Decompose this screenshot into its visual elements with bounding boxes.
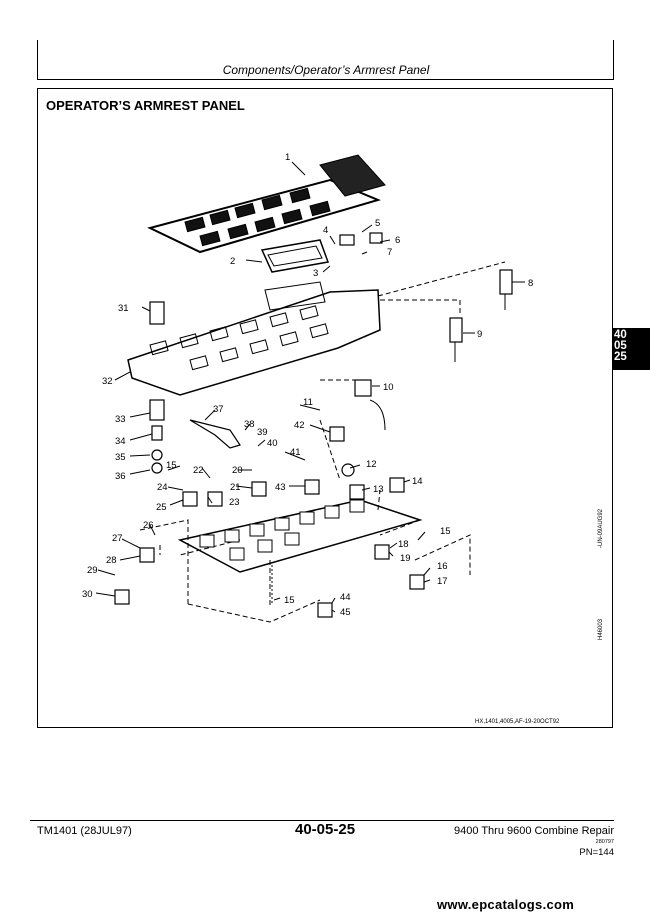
svg-text:27: 27 xyxy=(112,533,123,544)
watermark: www.epcatalogs.com xyxy=(437,897,575,912)
page-header-title: Components/Operator’s Armrest Panel xyxy=(222,63,430,77)
svg-text:43: 43 xyxy=(275,482,286,493)
header-right-rule xyxy=(613,40,614,80)
svg-text:15: 15 xyxy=(284,595,295,606)
svg-text:32: 32 xyxy=(102,376,113,387)
svg-text:45: 45 xyxy=(340,607,351,618)
svg-text:37: 37 xyxy=(213,404,224,415)
svg-text:12: 12 xyxy=(366,459,377,470)
side-figure-number: H46003 xyxy=(598,618,604,640)
svg-text:8: 8 xyxy=(528,278,533,289)
tab-line: 40 xyxy=(614,329,627,341)
tab-line: 05 xyxy=(614,340,627,352)
svg-text:24: 24 xyxy=(157,482,168,493)
svg-text:1: 1 xyxy=(285,152,290,163)
svg-text:18: 18 xyxy=(398,539,409,550)
svg-text:36: 36 xyxy=(115,471,126,482)
svg-text:10: 10 xyxy=(383,382,394,393)
side-code: -UN-09AUG92 xyxy=(598,508,604,548)
svg-text:29: 29 xyxy=(87,565,98,576)
svg-text:11: 11 xyxy=(303,397,313,408)
svg-text:5: 5 xyxy=(375,218,380,229)
footer-page-number: 40-05-25 xyxy=(295,821,356,838)
svg-text:20: 20 xyxy=(232,465,243,476)
svg-text:3: 3 xyxy=(313,268,318,279)
svg-text:6: 6 xyxy=(395,235,400,246)
svg-text:17: 17 xyxy=(437,576,448,587)
section-title: OPERATOR’S ARMREST PANEL xyxy=(46,98,245,113)
svg-text:7: 7 xyxy=(387,247,392,258)
svg-text:15: 15 xyxy=(166,460,177,471)
svg-text:14: 14 xyxy=(412,476,423,487)
svg-text:40: 40 xyxy=(267,438,278,449)
gasket-part xyxy=(147,154,386,254)
footer-rule xyxy=(30,820,614,821)
header-bottom-rule xyxy=(37,79,614,80)
svg-text:31: 31 xyxy=(118,303,129,314)
tab-line: 25 xyxy=(614,351,627,363)
svg-text:22: 22 xyxy=(193,465,204,476)
svg-text:39: 39 xyxy=(257,427,268,438)
svg-text:23: 23 xyxy=(229,497,240,508)
svg-text:21: 21 xyxy=(230,482,241,493)
image-code: HX,1401,4005,AF-19-20OCT92 xyxy=(475,719,560,725)
svg-text:35: 35 xyxy=(115,452,126,463)
svg-text:19: 19 xyxy=(400,553,411,564)
footer-manual: TM1401 (28JUL97) xyxy=(37,825,132,837)
header-left-rule xyxy=(37,40,38,80)
svg-text:2: 2 xyxy=(230,256,235,267)
svg-text:26: 26 xyxy=(143,520,154,531)
svg-text:28: 28 xyxy=(106,555,117,566)
svg-text:34: 34 xyxy=(115,436,126,447)
footer-pn: PN=144 xyxy=(579,847,614,858)
svg-text:38: 38 xyxy=(244,419,255,430)
footer-date-code: 280797 xyxy=(595,839,614,845)
svg-text:16: 16 xyxy=(437,561,448,572)
svg-text:15: 15 xyxy=(440,526,451,537)
svg-text:44: 44 xyxy=(340,592,351,603)
svg-text:9: 9 xyxy=(477,329,482,340)
svg-text:42: 42 xyxy=(294,420,305,431)
svg-text:4: 4 xyxy=(323,225,328,236)
figure-frame: OPERATOR’S ARMREST PANEL xyxy=(37,88,613,728)
svg-text:33: 33 xyxy=(115,414,126,425)
footer-title: 9400 Thru 9600 Combine Repair xyxy=(453,825,614,837)
section-tab: 40 05 25 xyxy=(612,328,650,370)
svg-text:13: 13 xyxy=(373,484,384,495)
svg-text:25: 25 xyxy=(156,502,167,513)
svg-text:41: 41 xyxy=(290,447,301,458)
svg-text:30: 30 xyxy=(82,589,93,600)
